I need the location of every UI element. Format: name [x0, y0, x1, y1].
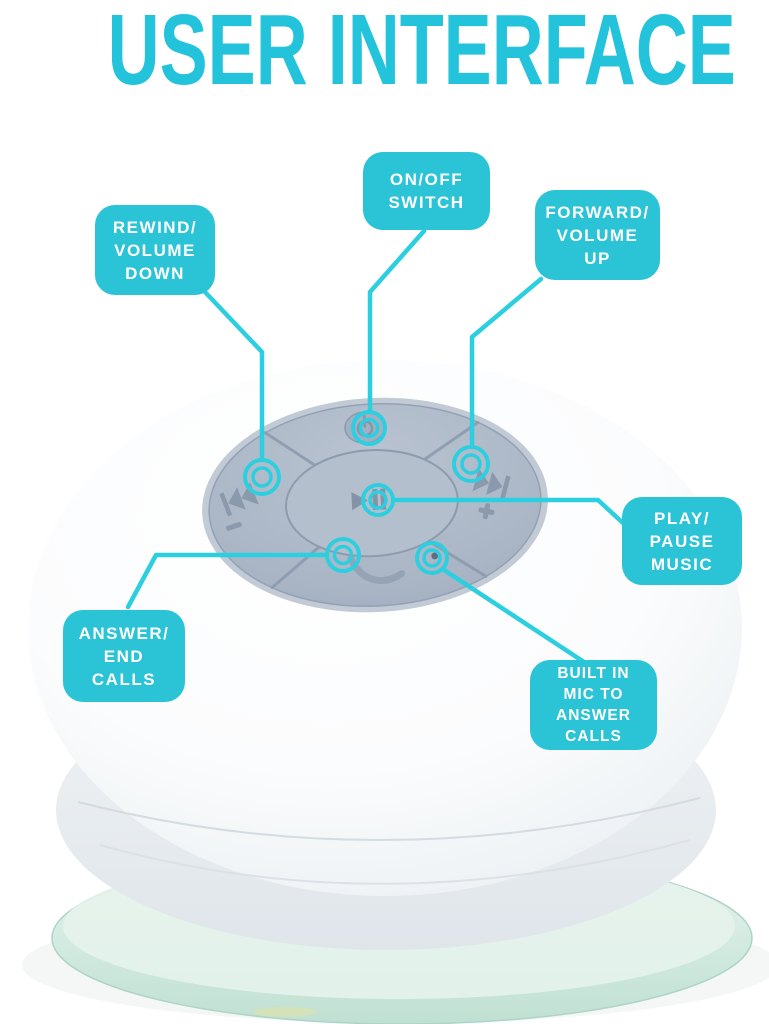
target-ring-play	[361, 483, 395, 517]
callout-line-forward	[469, 276, 544, 450]
callout-line-answer	[125, 552, 330, 610]
callout-play-pause-music: PLAY/ PAUSE MUSIC	[622, 497, 742, 585]
callout-line-mic	[441, 567, 587, 665]
callout-on-off-switch: ON/OFF SWITCH	[363, 152, 490, 230]
body-seam-upper	[77, 797, 701, 841]
callout-lines	[125, 228, 626, 665]
page-title: USER INTERFACE	[107, 0, 736, 106]
target-rings	[243, 410, 490, 575]
pad-grooves	[263, 421, 488, 589]
phone-icon	[347, 554, 406, 585]
rewind-volume-down-button	[219, 482, 259, 531]
minus-icon	[226, 522, 242, 531]
body-seam-lower	[99, 839, 691, 885]
callout-line-power	[367, 228, 427, 415]
callout-line-rewind	[202, 289, 265, 463]
callout-forward-volume-up: FORWARD/ VOLUME UP	[535, 190, 660, 280]
target-ring-power	[351, 410, 387, 446]
target-ring-answer	[325, 537, 361, 573]
callout-answer-end-calls: ANSWER/ END CALLS	[63, 610, 185, 702]
plus-icon	[478, 503, 495, 520]
callout-line-play	[391, 497, 626, 526]
target-ring-forward	[452, 445, 490, 483]
callout-rewind-volume-down: REWIND/ VOLUME DOWN	[95, 205, 215, 295]
target-ring-mic	[415, 541, 449, 575]
skip-back-icon	[219, 482, 259, 517]
target-ring-rewind	[243, 458, 281, 496]
callout-built-in-mic: BUILT IN MIC TO ANSWER CALLS	[530, 660, 657, 750]
mic-hole-icon	[431, 552, 439, 560]
